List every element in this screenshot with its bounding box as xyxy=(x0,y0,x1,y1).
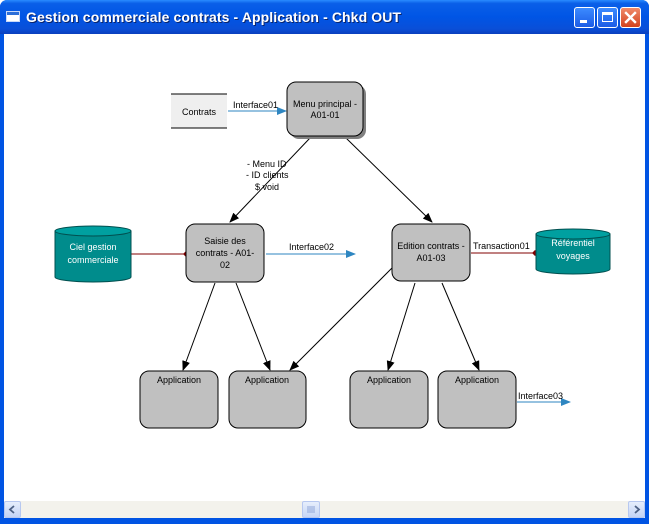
node-saisie-label-3: 02 xyxy=(220,260,230,270)
node-menu-principal[interactable]: Menu principal - A01-01 xyxy=(286,81,366,139)
node-application-1-label: Application xyxy=(157,375,201,385)
label-interface01: Interface01 xyxy=(233,100,278,110)
minimize-button[interactable] xyxy=(574,7,595,28)
node-application-2-label: Application xyxy=(245,375,289,385)
maximize-icon xyxy=(602,12,613,22)
node-ciel-gestion-commerciale[interactable]: Ciel gestion commerciale xyxy=(54,225,132,283)
close-icon xyxy=(624,11,637,24)
diagram-svg: Contrats Menu principal - A01-01 Saisie … xyxy=(54,81,611,429)
node-edition-contrats[interactable]: Edition contrats - A01-03 xyxy=(391,223,471,282)
node-contrats-label: Contrats xyxy=(182,107,217,117)
node-application-3[interactable]: Application xyxy=(349,370,429,429)
edge-menu-to-edition xyxy=(345,137,433,223)
node-menu-label-2: A01-01 xyxy=(310,110,339,120)
node-saisie-label-1: Saisie des xyxy=(204,236,246,246)
edge-edition-to-app2 xyxy=(289,267,393,371)
node-application-2[interactable]: Application xyxy=(228,370,307,429)
horizontal-scrollbar[interactable] xyxy=(4,501,645,518)
node-contrats[interactable]: Contrats xyxy=(171,93,227,129)
label-interface02: Interface02 xyxy=(289,242,334,252)
node-referentiel-label-1: Référentiel xyxy=(551,238,595,248)
node-referentiel-voyages[interactable]: Référentiel voyages xyxy=(535,228,611,275)
scroll-left-button[interactable] xyxy=(4,501,21,518)
edge-menu-to-saisie xyxy=(229,137,311,223)
close-button[interactable] xyxy=(620,7,641,28)
maximize-button[interactable] xyxy=(597,7,618,28)
node-application-4[interactable]: Application xyxy=(437,370,517,429)
edge-edition-to-app3 xyxy=(386,282,416,371)
diagram-canvas: Contrats Menu principal - A01-01 Saisie … xyxy=(4,34,645,501)
edge-saisie-to-app2 xyxy=(235,282,271,371)
node-application-3-label: Application xyxy=(367,375,411,385)
label-interface03: Interface03 xyxy=(518,391,563,401)
window-bottom-border xyxy=(0,518,649,524)
chevron-right-icon xyxy=(634,505,641,514)
node-ciel-label-2: commerciale xyxy=(67,255,118,265)
node-saisie-contrats[interactable]: Saisie des contrats - A01- 02 xyxy=(185,223,265,283)
scroll-right-button[interactable] xyxy=(628,501,645,518)
edge-saisie-to-app1 xyxy=(182,282,216,371)
minimize-icon xyxy=(580,20,587,23)
scroll-thumb[interactable] xyxy=(302,501,320,518)
label-menu-to-saisie-2: - ID clients xyxy=(246,170,289,180)
chevron-left-icon xyxy=(8,505,15,514)
label-menu-to-saisie-1: - Menu ID xyxy=(247,159,287,169)
node-application-4-label: Application xyxy=(455,375,499,385)
node-referentiel-label-2: voyages xyxy=(556,251,590,261)
window-title: Gestion commerciale contrats - Applicati… xyxy=(26,9,402,25)
node-menu-label-1: Menu principal - xyxy=(293,99,357,109)
node-application-1[interactable]: Application xyxy=(139,370,219,429)
node-ciel-label-1: Ciel gestion xyxy=(69,242,116,252)
title-bar[interactable]: Gestion commerciale contrats - Applicati… xyxy=(0,0,649,34)
window-icon[interactable] xyxy=(6,11,20,22)
node-edition-label-2: A01-03 xyxy=(416,253,445,263)
label-menu-to-saisie-3: $ void xyxy=(255,182,279,192)
label-transaction01: Transaction01 xyxy=(473,241,530,251)
node-saisie-label-2: contrats - A01- xyxy=(196,248,255,258)
edge-edition-to-app4 xyxy=(441,282,480,371)
node-edition-label-1: Edition contrats - xyxy=(397,241,465,251)
grip-icon xyxy=(307,506,315,513)
